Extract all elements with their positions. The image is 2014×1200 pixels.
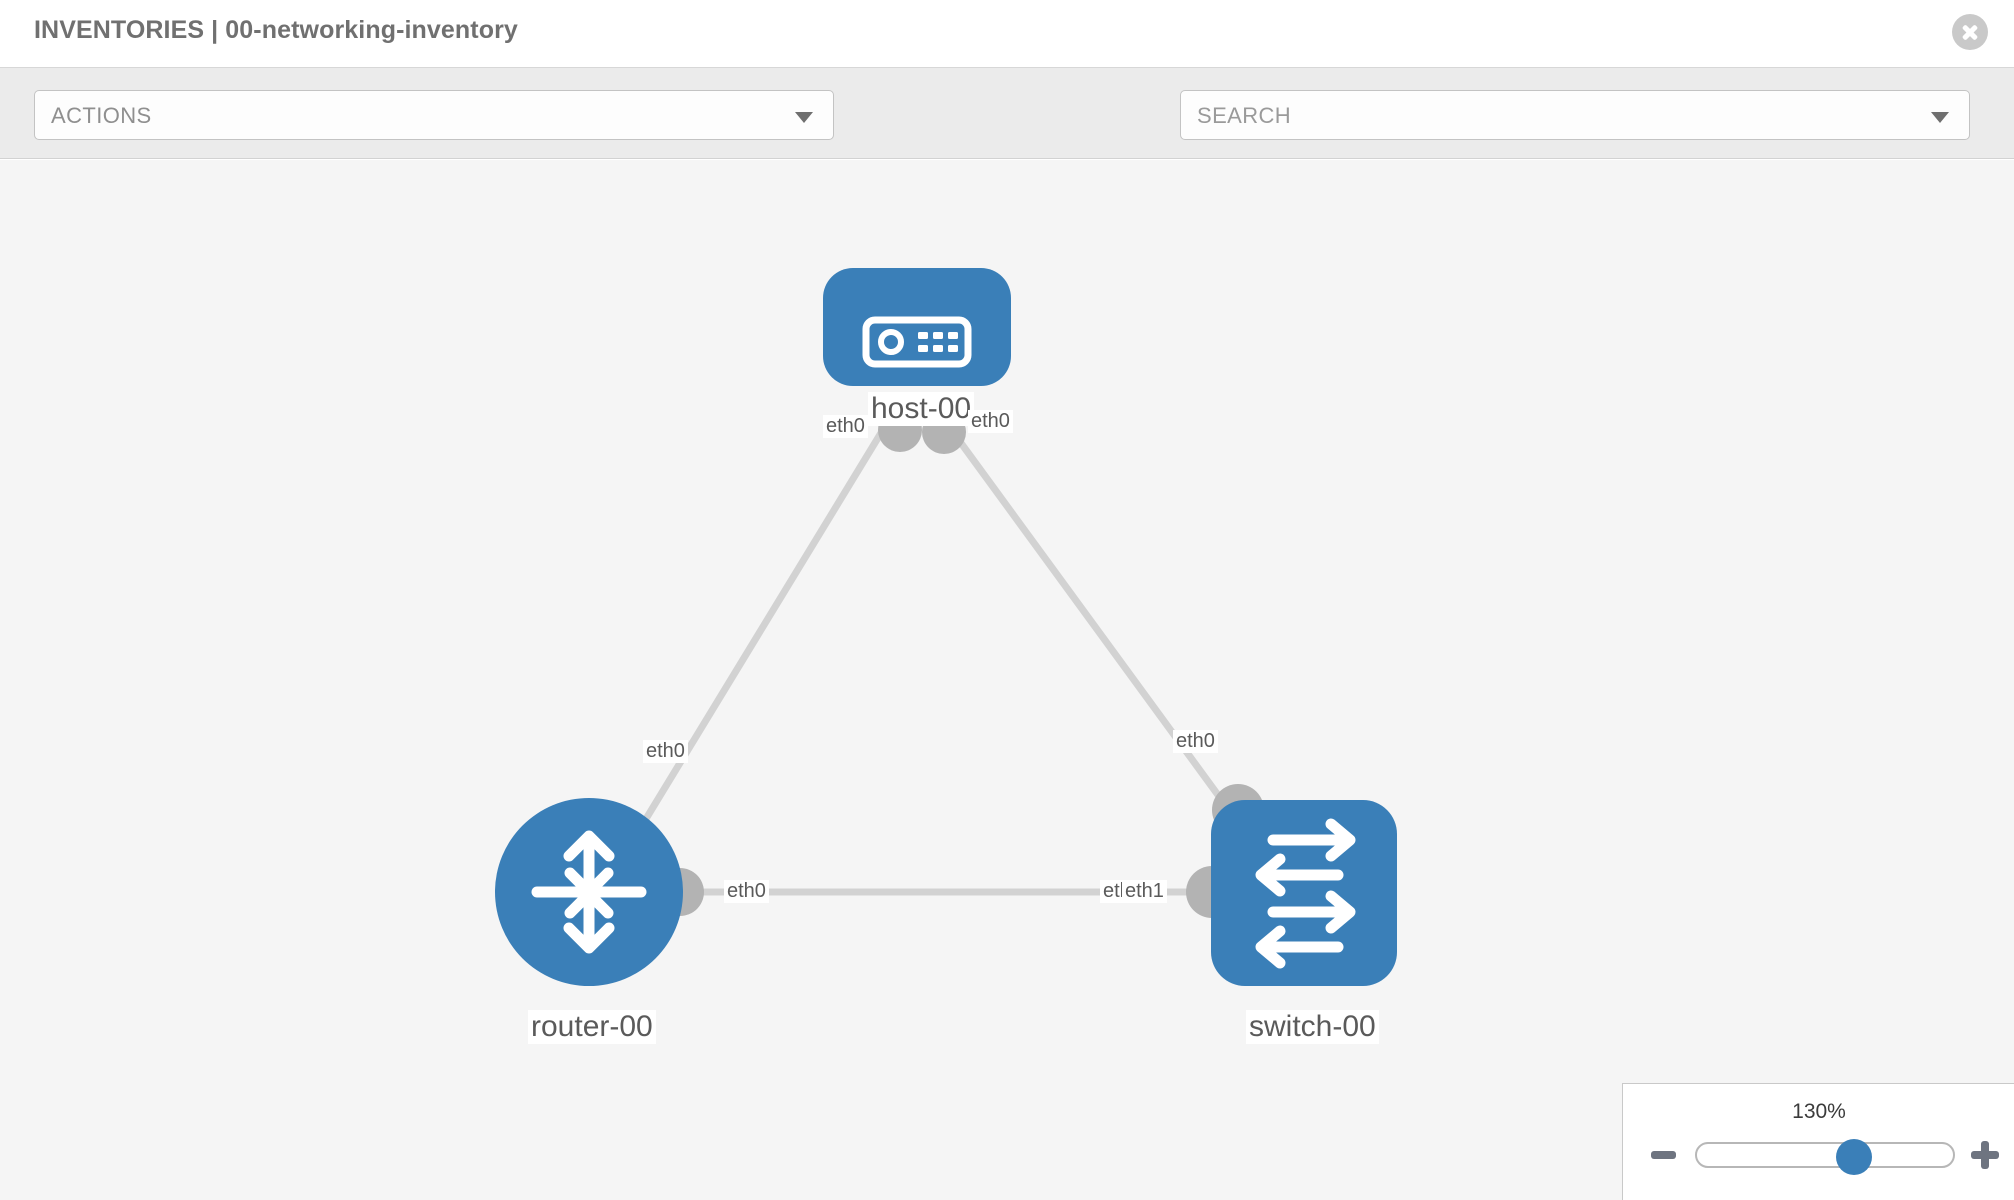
host-node-shape[interactable]: [823, 268, 1011, 386]
chevron-down-icon: [795, 112, 813, 123]
node-label-switch-00: switch-00: [1246, 1010, 1379, 1044]
page-header: INVENTORIES | 00-networking-inventory: [0, 0, 2014, 68]
bidirectional-arrows-icon: [1255, 818, 1356, 969]
interface-label-host-eth0-left: eth0: [823, 415, 868, 438]
four-way-arrows-icon: [531, 830, 647, 954]
page-title: INVENTORIES | 00-networking-inventory: [34, 16, 518, 44]
switch-node-shape[interactable]: [1211, 800, 1397, 986]
search-placeholder: SEARCH: [1197, 103, 1292, 128]
close-icon[interactable]: [1952, 14, 1988, 50]
zoom-percent-label: 130%: [1792, 1100, 1846, 1123]
node-label-host-00: host-00: [868, 392, 975, 426]
interface-label-host-eth0-right: eth0: [968, 410, 1013, 433]
node-router-00[interactable]: [495, 798, 683, 986]
interface-label-router-eth0: eth0: [724, 880, 769, 903]
link-host-router[interactable]: [624, 426, 887, 852]
zoom-slider-thumb[interactable]: [1836, 1139, 1872, 1175]
zoom-slider-row: [1623, 1136, 2014, 1178]
chevron-down-icon[interactable]: [1931, 112, 1949, 123]
zoom-slider[interactable]: [1695, 1139, 1955, 1175]
actions-dropdown-label: ACTIONS: [51, 103, 152, 128]
topology-canvas[interactable]: host-00 router-00 switch-00 eth0 eth0 et…: [0, 160, 2014, 1200]
actions-dropdown[interactable]: ACTIONS: [34, 90, 834, 140]
interface-label-switch-eth1: eth1: [1122, 880, 1167, 903]
node-host-00[interactable]: [823, 268, 1011, 386]
search-input[interactable]: SEARCH: [1180, 90, 1970, 140]
zoom-control-panel: 130%: [1622, 1083, 2014, 1200]
link-host-switch[interactable]: [947, 425, 1248, 835]
interface-label-switch-eth0-uplink: eth0: [1173, 730, 1218, 753]
minus-icon[interactable]: [1651, 1151, 1676, 1159]
node-label-router-00: router-00: [528, 1010, 656, 1044]
node-switch-00[interactable]: [1211, 800, 1397, 986]
interface-label-router-eth0-uplink: eth0: [643, 740, 688, 763]
topology-graph: [495, 268, 1397, 986]
link-group: [624, 425, 1248, 896]
port-group: [656, 408, 1264, 918]
server-appliance-icon: [862, 316, 972, 368]
plus-icon[interactable]: [1971, 1141, 1999, 1169]
toolbar: ACTIONS SEARCH: [0, 68, 2014, 200]
